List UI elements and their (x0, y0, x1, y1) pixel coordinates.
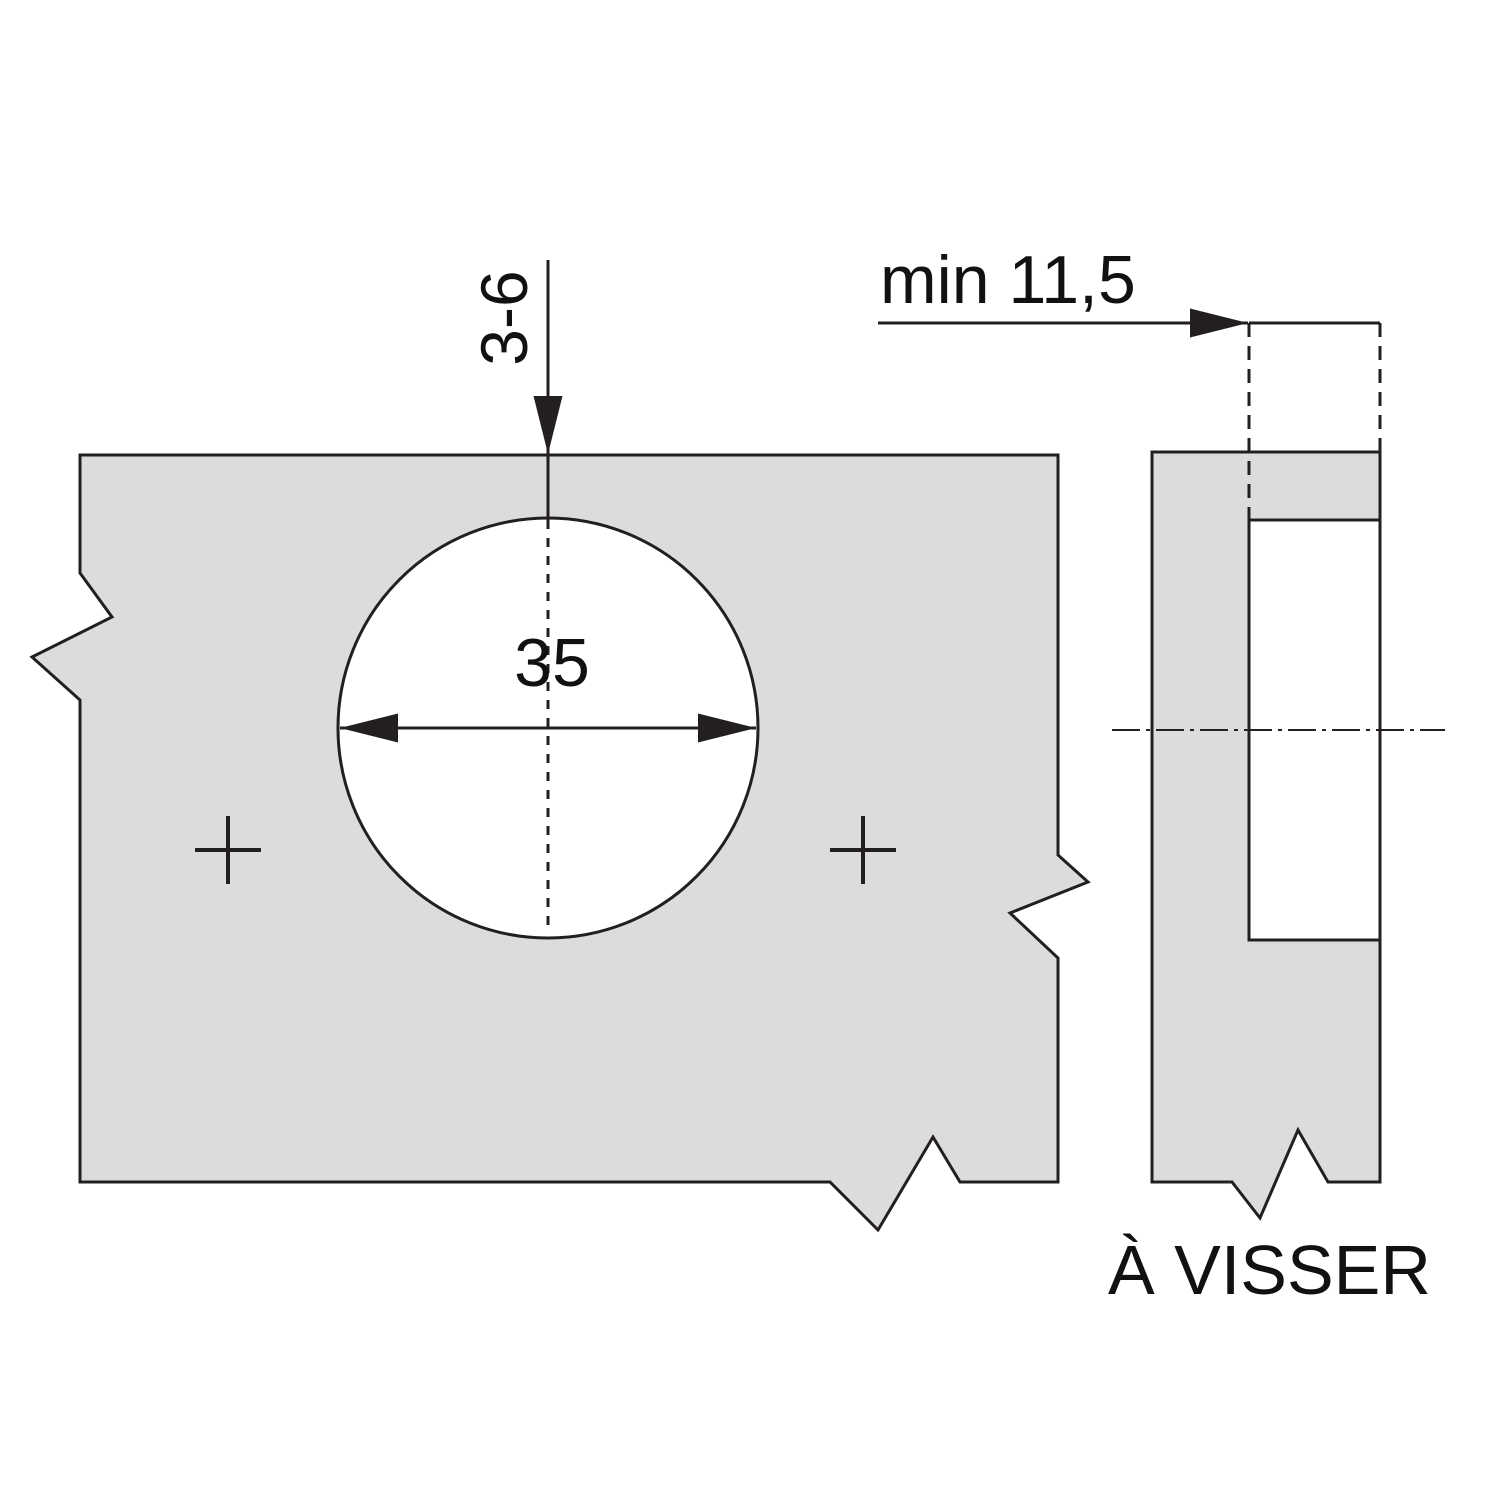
screw-hole-right-marker (830, 816, 896, 884)
screw-hole-left-marker (195, 816, 261, 884)
mount-type-label: À VISSER (1108, 1231, 1431, 1309)
door-front-view: 3-6 35 (29, 260, 1091, 1233)
offset-dimension-label: 3-6 (467, 270, 541, 365)
diameter-dimension-label: 35 (514, 625, 590, 701)
min-depth-label: min 11,5 (880, 242, 1136, 318)
door-side-view: min 11,5 À VISSER (878, 242, 1445, 1309)
